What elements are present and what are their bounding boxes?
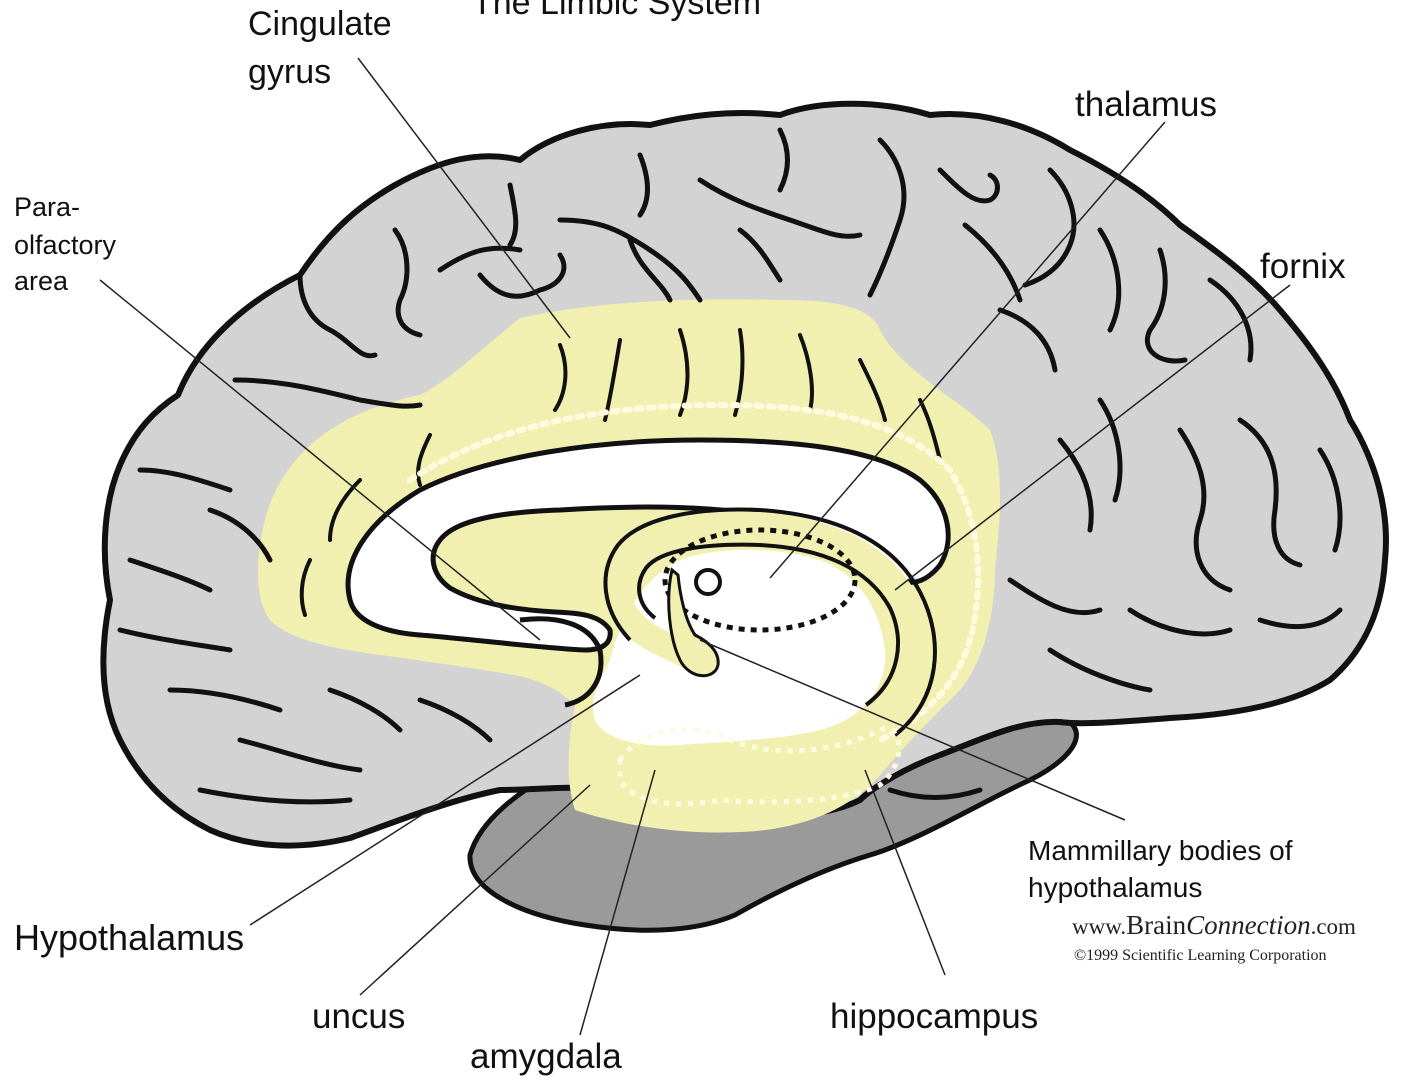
label-paraolfactory-2: olfactory: [14, 230, 117, 260]
mammillary-body: [696, 570, 720, 594]
label-fornix: fornix: [1260, 247, 1346, 286]
label-thalamus: thalamus: [1075, 85, 1217, 124]
label-amygdala: amygdala: [470, 1037, 622, 1076]
label-uncus: uncus: [312, 997, 405, 1036]
diagram-title: The Limbic System: [472, 0, 761, 22]
credit-url: www.BrainConnection.com: [1072, 910, 1356, 940]
label-paraolfactory-1: Para-: [14, 192, 80, 222]
credit-copyright: ©1999 Scientific Learning Corporation: [1074, 947, 1327, 964]
credit-url-connection: Connection: [1186, 910, 1310, 940]
label-cingulate-2: gyrus: [248, 53, 331, 91]
label-hypothalamus: Hypothalamus: [14, 917, 244, 958]
label-paraolfactory-3: area: [14, 266, 69, 296]
credit-url-prefix: www.: [1072, 914, 1126, 939]
credit-url-brain: Brain: [1126, 910, 1186, 940]
label-mammillary-2: hypothalamus: [1028, 872, 1202, 903]
credit-url-suffix: .com: [1311, 914, 1356, 939]
label-hippocampus: hippocampus: [830, 997, 1038, 1036]
label-mammillary-1: Mammillary bodies of: [1028, 835, 1293, 866]
label-cingulate-1: Cingulate: [248, 5, 392, 43]
